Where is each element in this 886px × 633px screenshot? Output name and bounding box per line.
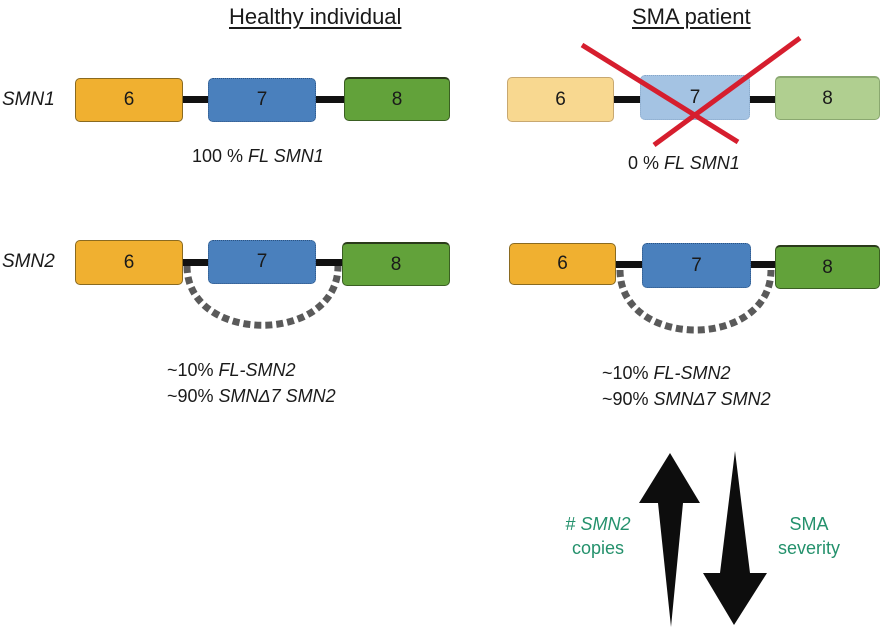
caption-percent: 100 %	[192, 146, 249, 166]
exon-number: 7	[691, 254, 702, 276]
intron-connector	[315, 96, 345, 103]
exon-number: 6	[123, 89, 135, 110]
exon-6: 6	[509, 243, 616, 285]
exon-7: 7	[642, 243, 751, 288]
exon-6-faded: 6	[507, 77, 614, 122]
exon-8: 8	[342, 242, 450, 286]
exon-8: 8	[775, 245, 880, 289]
annotation-line: # SMN2	[548, 512, 648, 536]
arrow-up-icon	[639, 453, 700, 627]
exon-number: 7	[689, 86, 701, 108]
intron-connector	[749, 96, 776, 103]
deletion-cross-line	[652, 35, 802, 148]
gene-label-smn1: SMN1	[2, 89, 55, 110]
caption-transcript: FL SMN1	[664, 153, 740, 173]
caption-transcript: SMNΔ7 SMN2	[218, 386, 336, 406]
intron-connector	[182, 259, 209, 266]
exon-7: 7	[208, 78, 316, 122]
intron-connector	[315, 259, 343, 266]
caption-transcript: SMNΔ7 SMN2	[653, 389, 771, 409]
arrow-down-icon	[703, 451, 767, 625]
exon-number: 8	[391, 88, 403, 110]
exon-8: 8	[344, 77, 450, 121]
deletion-cross-line	[580, 42, 740, 145]
caption-transcript: FL-SMN2	[218, 360, 296, 380]
exon7-skipping-arc-healthy	[183, 265, 342, 329]
intron-connector	[615, 261, 643, 268]
exon-number: 7	[256, 251, 268, 272]
intron-connector	[182, 96, 209, 103]
caption-percent: ~10%	[167, 360, 219, 380]
annotation-smn2-copies: # SMN2 copies	[548, 512, 648, 560]
exon-number: 8	[822, 256, 833, 278]
intron-connector	[613, 96, 641, 103]
exon-number: 6	[123, 251, 135, 273]
gene-label-smn2: SMN2	[2, 251, 55, 272]
annotation-line: severity	[777, 538, 840, 558]
exon-number: 6	[557, 253, 568, 274]
caption-line-delta7: ~90% SMNΔ7 SMN2	[602, 386, 771, 412]
caption-line-full-length: ~10% FL-SMN2	[167, 357, 336, 383]
caption-healthy-smn2: ~10% FL-SMN2 ~90% SMNΔ7 SMN2	[167, 357, 336, 409]
caption-percent: 0 %	[628, 153, 665, 173]
exon-7: 7	[208, 240, 316, 284]
caption-line-delta7: ~90% SMNΔ7 SMN2	[167, 383, 336, 409]
exon-6: 6	[75, 78, 183, 122]
caption-percent: ~10%	[602, 363, 654, 383]
exon-6: 6	[75, 240, 183, 285]
heading-sma-patient: SMA patient	[632, 4, 751, 29]
annotation-line: SMA	[789, 514, 829, 534]
caption-patient-smn1: 0 % FL SMN1	[628, 150, 740, 176]
caption-transcript: FL-SMN2	[653, 363, 731, 383]
caption-percent: ~90%	[167, 386, 219, 406]
exon-number: 8	[390, 253, 402, 275]
caption-line-full-length: ~10% FL-SMN2	[602, 360, 771, 386]
exon-number: 7	[256, 89, 268, 110]
heading-healthy-individual: Healthy individual	[229, 4, 402, 29]
annotation-line: copies	[571, 538, 625, 558]
caption-patient-smn2: ~10% FL-SMN2 ~90% SMNΔ7 SMN2	[602, 360, 771, 412]
exon-number: 8	[822, 87, 833, 109]
exon7-skipping-arc-patient	[616, 269, 775, 334]
annotation-sma-severity: SMA severity	[766, 512, 852, 560]
caption-percent: ~90%	[602, 389, 654, 409]
annotation-hash: #	[565, 514, 581, 534]
annotation-gene: SMN2	[580, 514, 631, 534]
intron-connector	[750, 261, 776, 268]
exon-8-faded: 8	[775, 76, 880, 120]
exon-number: 6	[555, 88, 566, 110]
caption-transcript: FL SMN1	[248, 146, 324, 166]
caption-healthy-smn1: 100 % FL SMN1	[192, 143, 324, 169]
